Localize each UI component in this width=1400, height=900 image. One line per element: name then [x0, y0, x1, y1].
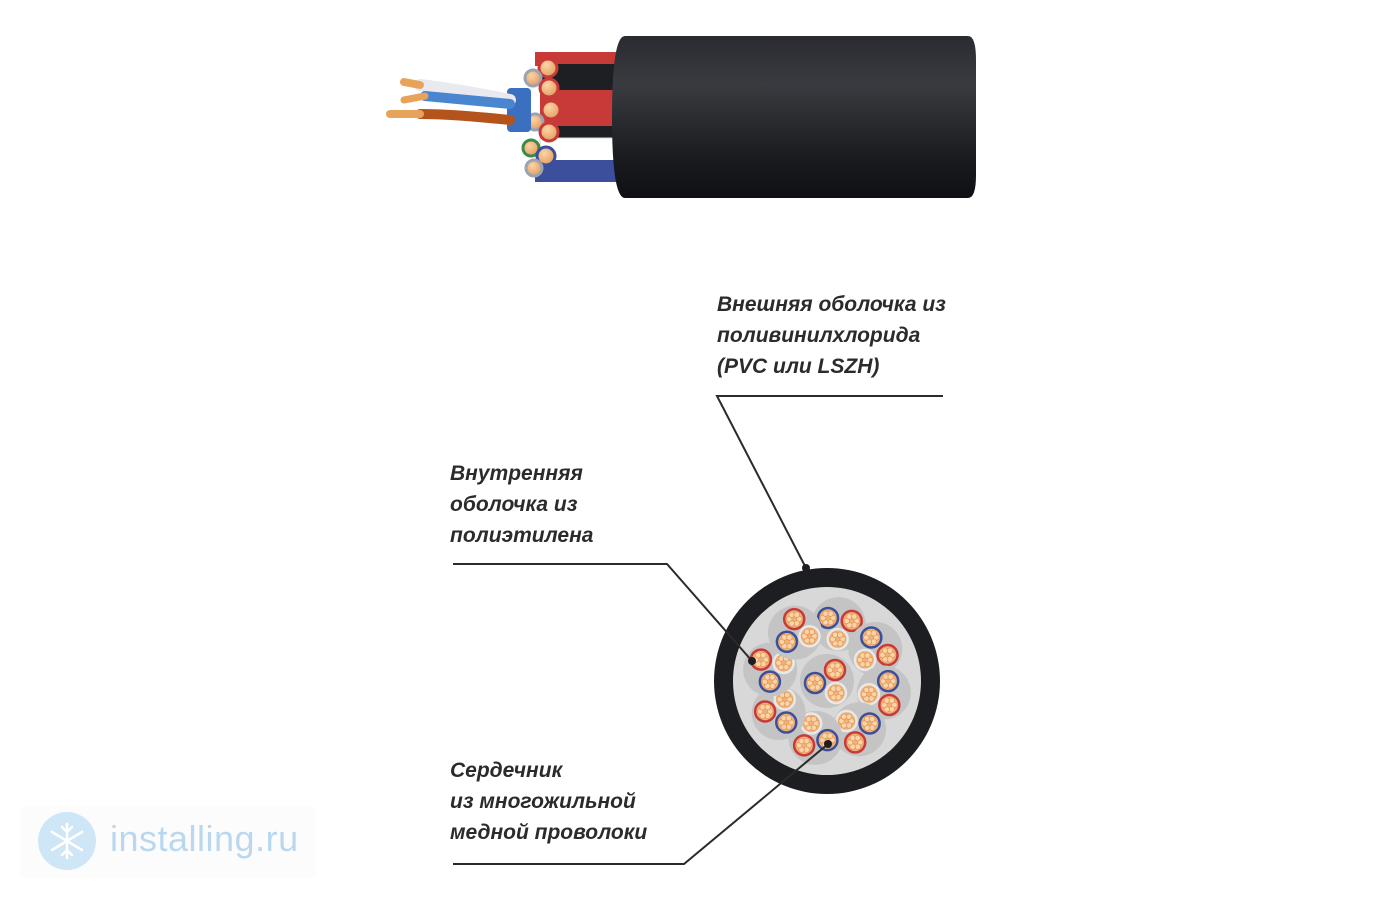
- label-outer-sheath-line-3: (PVC или LSZH): [717, 355, 880, 378]
- copper-strand: [826, 732, 834, 740]
- copper-strand: [854, 734, 861, 742]
- copper-strand: [886, 647, 894, 654]
- cable-cross-section: [714, 568, 940, 794]
- copper-strand: [888, 697, 896, 704]
- copper-strand: [769, 674, 776, 681]
- outer-jacket-side: [612, 36, 976, 198]
- label-core-line-1: Сердечник: [450, 759, 563, 782]
- conductor-groups: [743, 597, 911, 765]
- copper-strand: [827, 610, 834, 617]
- copper-strand: [870, 629, 878, 637]
- label-inner-sheath-line-2: оболочка из: [450, 493, 578, 516]
- copper-strand: [786, 634, 793, 641]
- copper-strand: [851, 613, 858, 620]
- leader-dot-core: [824, 740, 832, 748]
- copper-strand: [835, 685, 842, 692]
- label-core-line-3: медной проволоки: [450, 821, 648, 844]
- label-outer-sheath-line-1: Внешняя оболочка из: [717, 293, 946, 316]
- label-inner-sheath-line-3: полиэтилена: [450, 524, 594, 547]
- copper-strand: [814, 675, 821, 682]
- copper-strand: [864, 652, 871, 659]
- label-core: Сердечник из многожильной медной проволо…: [450, 755, 647, 848]
- copper-strand: [868, 715, 876, 723]
- cable-side-view: [386, 36, 976, 198]
- label-inner-sheath-line-1: Внутренняя: [450, 462, 583, 485]
- copper-strand: [887, 673, 894, 681]
- label-outer-sheath-line-2: поливинилхлорида: [717, 324, 921, 347]
- conductor-ends: [521, 57, 562, 178]
- copper-strand: [808, 628, 816, 636]
- watermark-text: installing.ru: [110, 818, 299, 859]
- protruding-wires: [386, 78, 516, 125]
- copper-strand: [760, 652, 767, 659]
- copper-strand: [764, 703, 771, 711]
- leader-dot-inner: [748, 657, 756, 665]
- copper-strand: [785, 714, 792, 722]
- leader-lines: [453, 395, 943, 865]
- snowflake-logo-icon: [38, 812, 96, 870]
- label-outer-sheath: Внешняя оболочка из поливинилхлорида (PV…: [717, 289, 946, 382]
- label-core-line-2: из многожильной: [450, 790, 636, 813]
- copper-strand: [803, 737, 810, 745]
- leader-dot-outer: [802, 564, 810, 572]
- copper-strand: [810, 715, 817, 723]
- copper-strand: [793, 611, 800, 618]
- copper-strand: [834, 662, 841, 669]
- copper-strand: [784, 691, 791, 699]
- leader-line-inner: [453, 563, 753, 662]
- label-inner-sheath: Внутренняя оболочка из полиэтилена: [450, 458, 593, 551]
- leader-line-outer: [715, 395, 943, 569]
- copper-strand: [836, 631, 844, 639]
- copper-strand: [868, 686, 875, 694]
- leader-line-core: [453, 743, 829, 865]
- watermark: installing.ru: [20, 806, 316, 878]
- copper-strand: [845, 713, 853, 720]
